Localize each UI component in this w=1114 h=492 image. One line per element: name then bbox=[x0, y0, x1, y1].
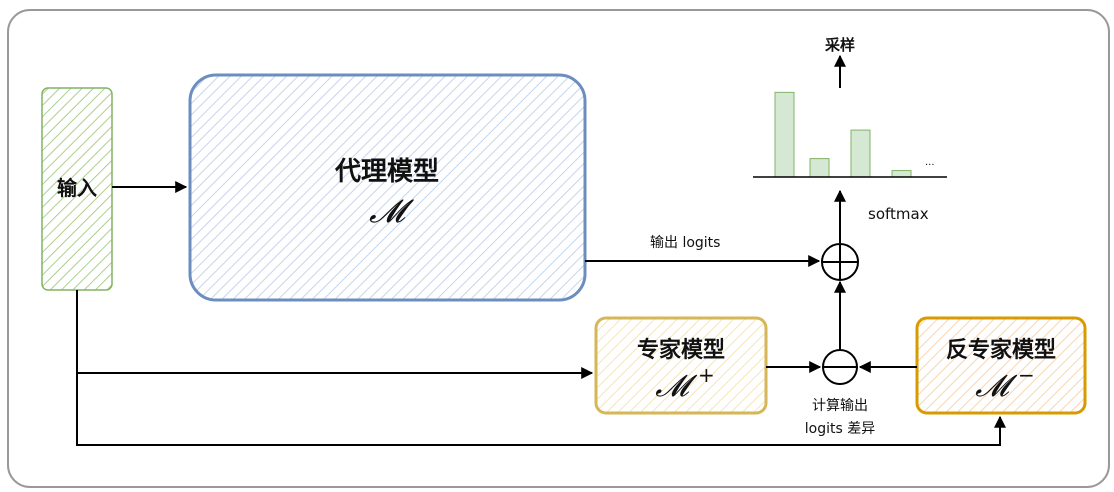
edges bbox=[76, 54, 1006, 446]
edge-input-anti-expert bbox=[76, 290, 1006, 446]
anti-expert-model-node: 反专家模型 𝓜 − bbox=[915, 316, 1087, 415]
agent-title: 代理模型 bbox=[334, 157, 439, 187]
expert-title: 专家模型 bbox=[637, 337, 725, 363]
sample-label: 采样 bbox=[824, 36, 855, 54]
expert-sup: + bbox=[698, 363, 715, 387]
output-logits-label: 输出 logits bbox=[650, 235, 720, 251]
expert-model-node: 专家模型 𝓜 + bbox=[594, 316, 768, 415]
distribution-ellipsis: ... bbox=[925, 157, 935, 168]
anti-expert-sup: − bbox=[1018, 363, 1035, 387]
diff-label-line1: 计算输出 bbox=[812, 398, 868, 414]
probability-distribution bbox=[774, 91, 912, 178]
distribution-bar bbox=[891, 170, 912, 178]
distribution-bar bbox=[774, 91, 795, 178]
minus-operator-icon bbox=[822, 349, 858, 385]
agent-model-node: 代理模型 𝓜 bbox=[188, 73, 587, 302]
anti-expert-title: 反专家模型 bbox=[946, 337, 1056, 363]
plus-operator-icon bbox=[821, 243, 859, 281]
input-node: 输入 bbox=[41, 87, 113, 291]
distribution-bar bbox=[809, 158, 830, 178]
softmax-label: softmax bbox=[868, 205, 929, 223]
diff-label-line2: logits 差异 bbox=[805, 421, 875, 437]
distribution-bar bbox=[850, 129, 871, 178]
input-label: 输入 bbox=[57, 176, 97, 200]
